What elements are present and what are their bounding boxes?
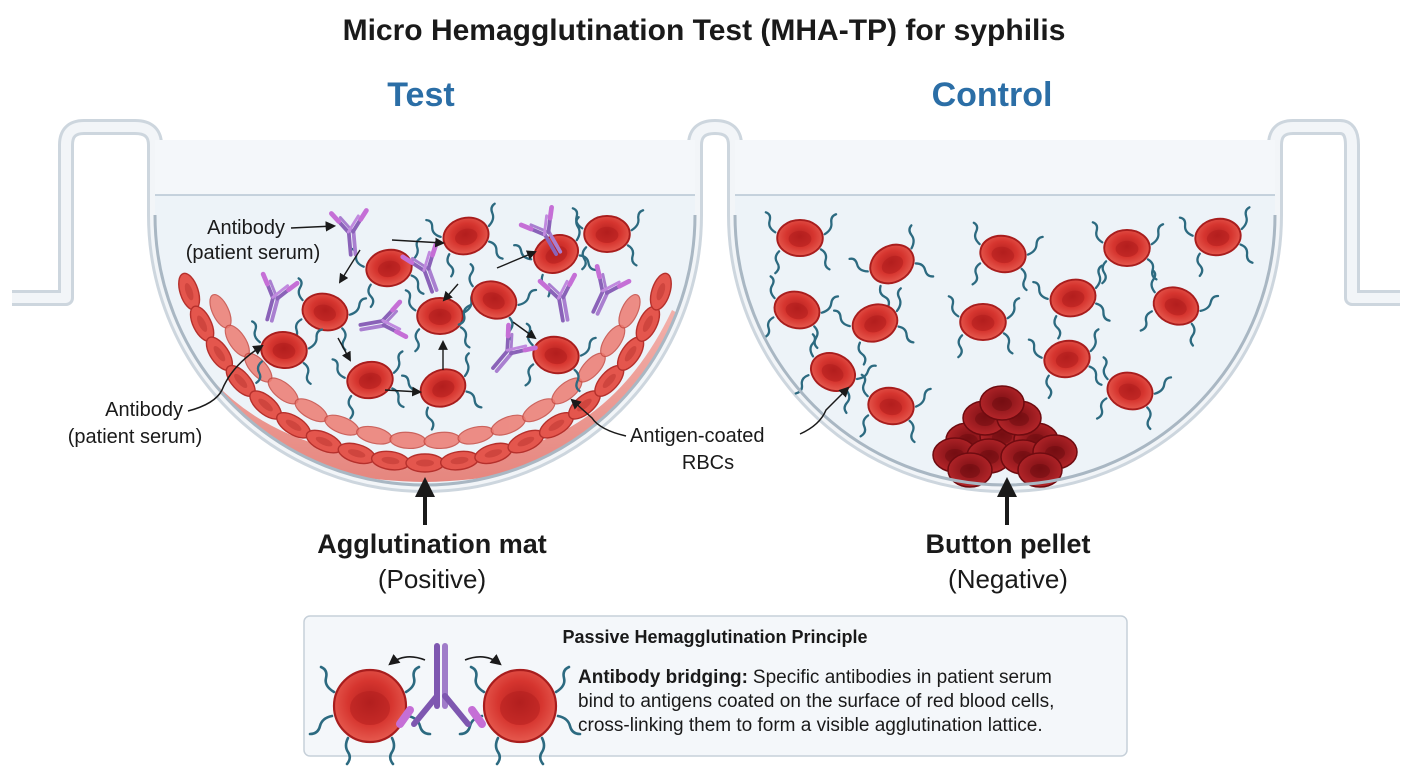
antibody-label-left-line1: Antibody xyxy=(105,399,183,421)
test-result-sub: (Positive) xyxy=(378,564,486,594)
principle-line2: bind to antigens coated on the surface o… xyxy=(578,691,1054,712)
control-result-label: Button pellet xyxy=(926,529,1091,559)
pellet-rbc xyxy=(979,385,1025,421)
principle-heading: Passive Hemagglutination Principle xyxy=(562,627,867,647)
lattice-arrow xyxy=(337,337,351,362)
lattice-arrow xyxy=(512,321,537,340)
lattice-arrow xyxy=(496,250,537,269)
lattice-arrow xyxy=(384,386,422,397)
antibody-label-top-line2: (patient serum) xyxy=(186,242,321,264)
mat-rbc xyxy=(649,272,672,311)
rbc-label-line1: Antigen-coated xyxy=(630,425,765,447)
pellet-rbc xyxy=(1017,452,1063,488)
agglutination-mat xyxy=(156,272,690,482)
rbc-pointer-test xyxy=(570,398,627,437)
control-heading: Control xyxy=(932,76,1053,114)
mat-rbc xyxy=(618,293,641,329)
antibody-label-left-line2: (patient serum) xyxy=(68,426,203,448)
principle-line1: Antibody bridging:Specific antibodies in… xyxy=(578,667,1052,688)
mat-rbc xyxy=(249,390,282,420)
antibody-left-pointer xyxy=(187,344,264,412)
control-result-sub: (Negative) xyxy=(948,564,1068,594)
test-result-label: Agglutination mat xyxy=(317,529,546,559)
pellet-rbc xyxy=(947,452,993,488)
mat-rbc xyxy=(405,453,445,473)
principle-box: Passive Hemagglutination Principle Antib… xyxy=(303,615,1128,766)
rbc-pointer-control xyxy=(799,386,850,435)
principle-bold-lead: Antibody bridging: xyxy=(578,667,748,688)
lattice-arrow xyxy=(338,249,361,284)
diagram-title: Micro Hemagglutination Test (MHA-TP) for… xyxy=(343,14,1066,47)
lattice-arrow xyxy=(391,237,445,248)
principle-arrow-left xyxy=(388,654,426,666)
button-pellet xyxy=(932,385,1078,488)
rbc-label-line2: RBCs xyxy=(682,452,734,474)
principle-line3: cross-linking them to form a visible agg… xyxy=(578,715,1043,736)
mat-rbc xyxy=(370,450,411,471)
test-heading: Test xyxy=(387,76,454,114)
principle-arrow-right xyxy=(464,654,502,666)
test-well-particles xyxy=(245,200,645,434)
lattice-arrow xyxy=(442,283,459,302)
antibody-top-pointer xyxy=(290,221,337,232)
mat-rbc xyxy=(439,450,480,471)
mat-rbc xyxy=(205,336,234,371)
mat-rbc xyxy=(507,429,545,454)
antibody-label-top-line1: Antibody xyxy=(207,217,285,239)
